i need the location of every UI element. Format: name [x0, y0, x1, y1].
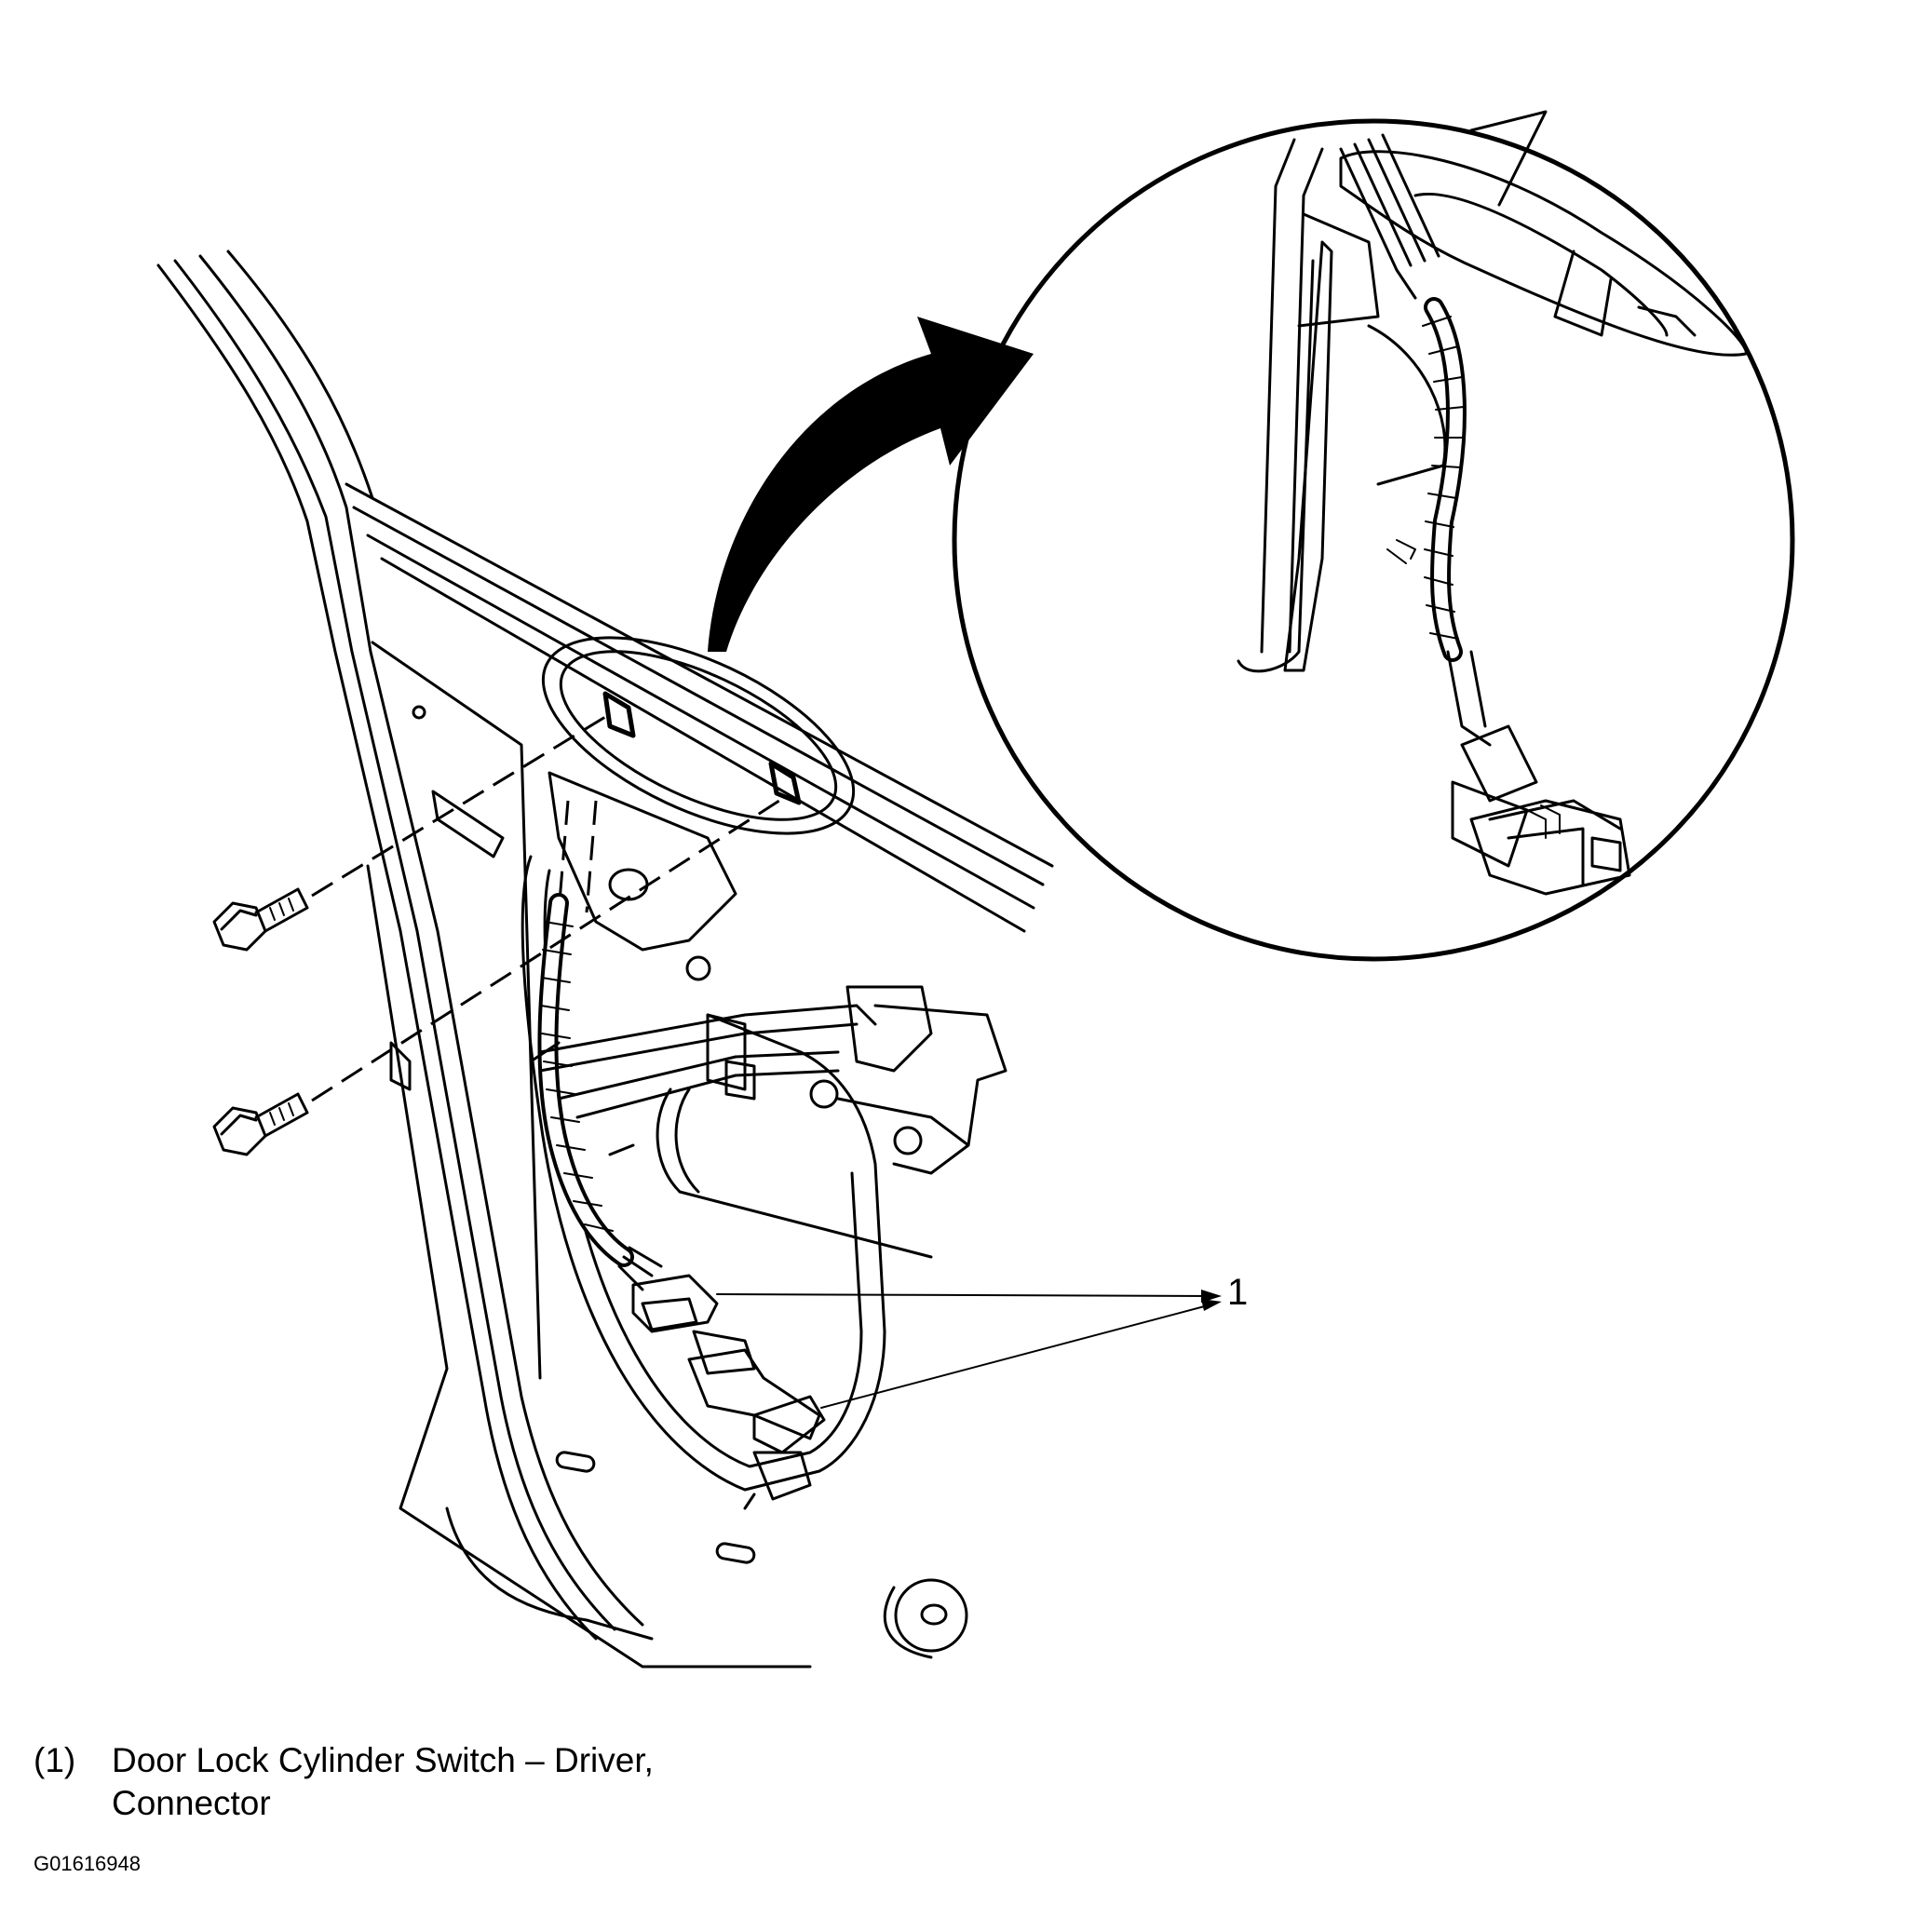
callout-leaders	[716, 1290, 1222, 1409]
figure-id: G01616948	[34, 1852, 141, 1875]
wire-harness-icon	[537, 893, 663, 1291]
bolt-icon	[212, 797, 783, 1156]
panel-openings	[389, 636, 968, 1659]
door-connectors	[631, 1274, 826, 1510]
curved-arrow-icon	[708, 317, 1034, 652]
legend-number: (1)	[34, 1741, 76, 1779]
door-frame	[156, 250, 1054, 1669]
callout-number-1: 1	[1227, 1272, 1249, 1313]
legend-text: Door Lock Cylinder Switch – Driver, Conn…	[112, 1741, 654, 1822]
bolt-icon	[212, 715, 606, 952]
lock-rods	[529, 985, 1007, 1259]
detail-view	[952, 110, 1795, 962]
